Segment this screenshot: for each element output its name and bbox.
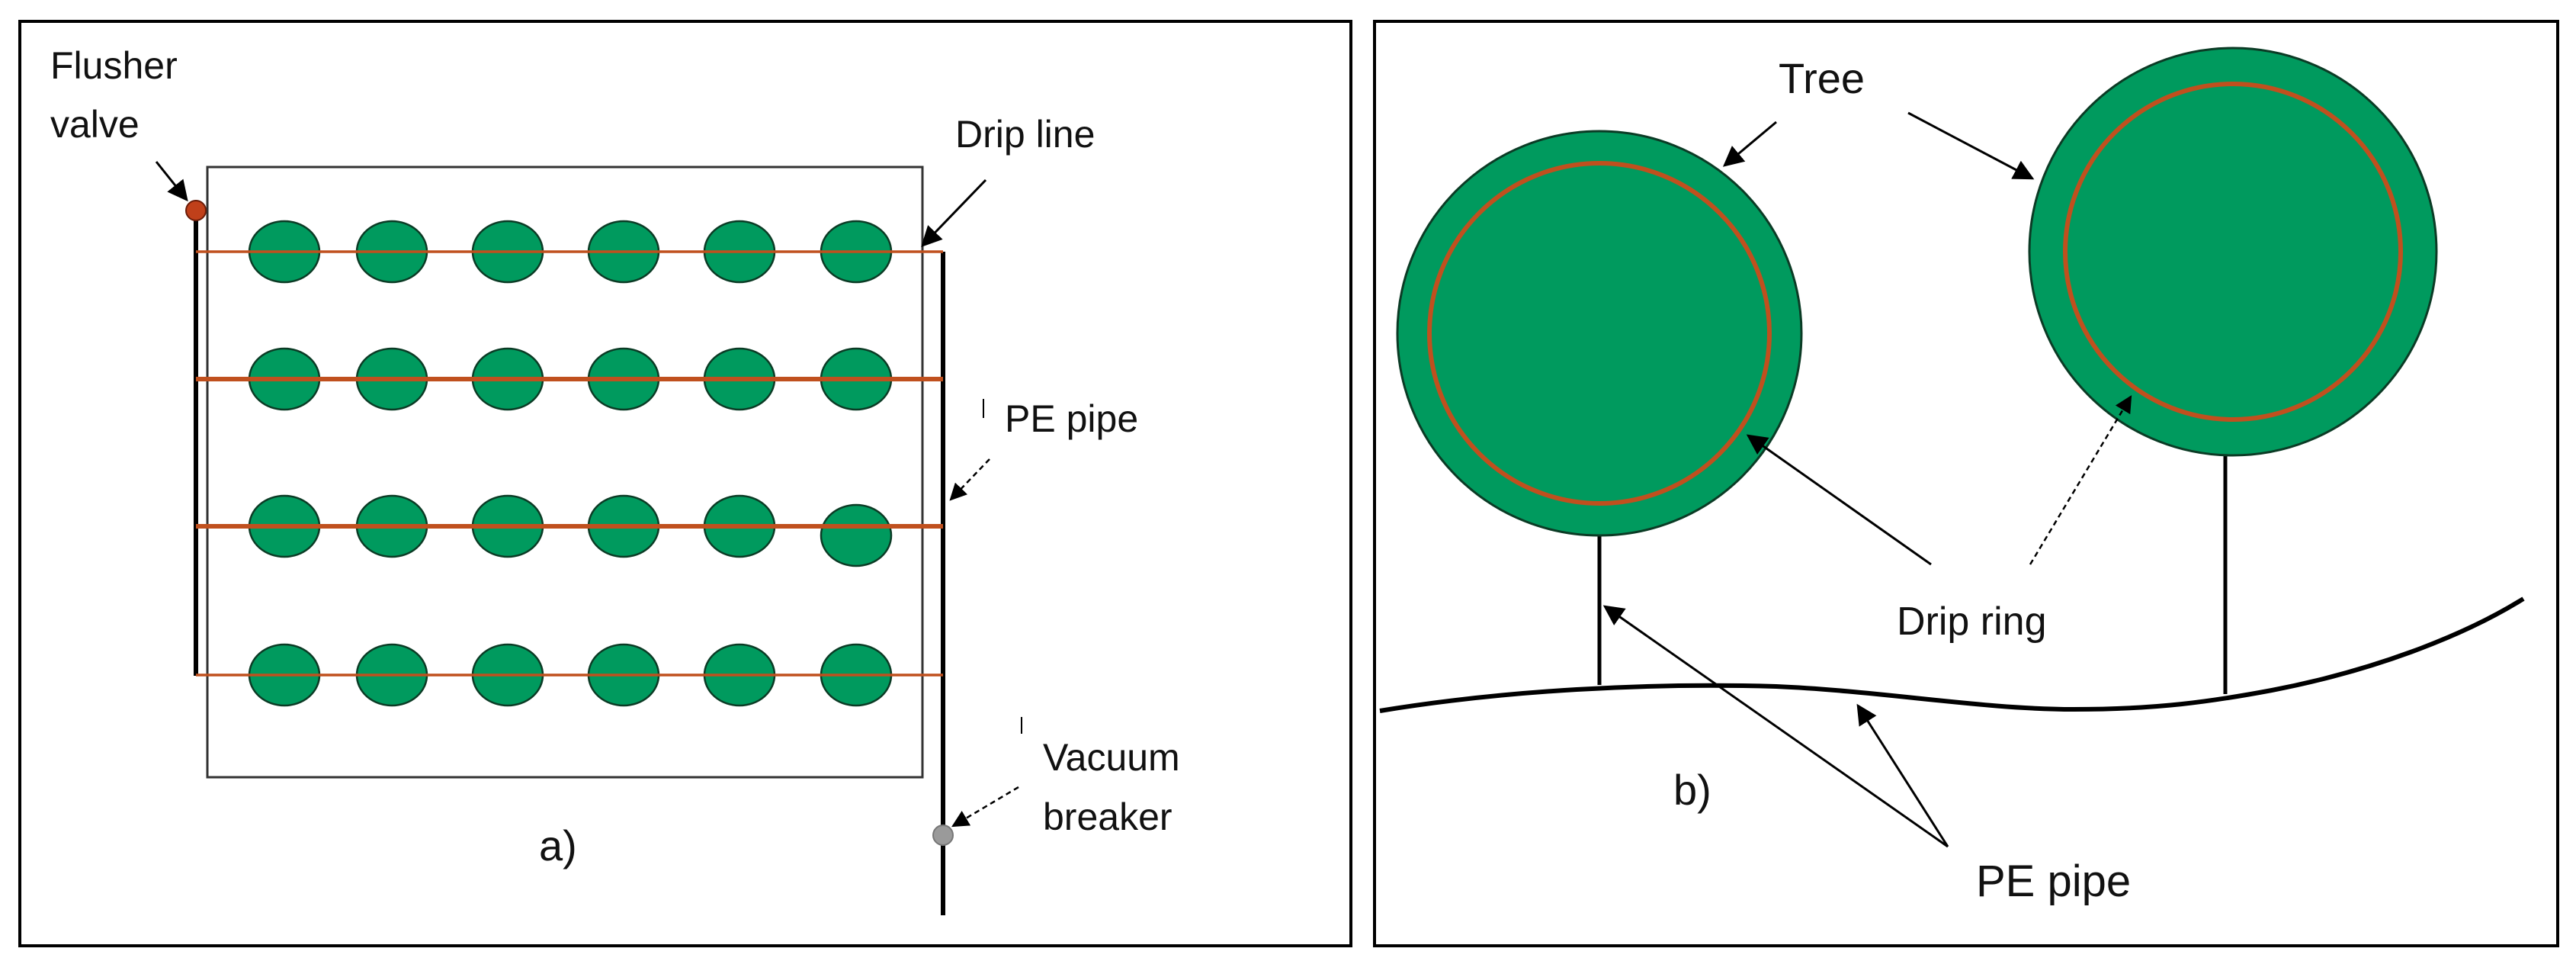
drip-line-label: Drip line bbox=[955, 113, 1095, 156]
drip-line-arrow bbox=[921, 178, 987, 247]
tree-canopy bbox=[1396, 130, 1803, 537]
pe-pipe-label: PE pipe bbox=[1005, 397, 1138, 440]
flusher-valve-arrow bbox=[155, 161, 188, 202]
panel-a: Flusher valve Drip line PE pipe Vacuum b… bbox=[18, 20, 1352, 947]
drip-ring-label: Drip ring bbox=[1897, 600, 2047, 644]
orchard-block bbox=[206, 166, 924, 779]
flusher-valve-icon bbox=[185, 200, 207, 221]
pe-pipe-arrow bbox=[949, 458, 990, 501]
vacuum-breaker-label: breaker bbox=[1043, 796, 1173, 838]
flusher-valve-label: Flusher bbox=[50, 44, 178, 87]
vacuum-breaker-icon bbox=[932, 825, 954, 846]
vacuum-breaker-arrow bbox=[951, 786, 1019, 828]
tree-canopy bbox=[2028, 47, 2438, 457]
tree-arrow bbox=[1907, 111, 2035, 180]
drip-ring bbox=[2063, 82, 2403, 422]
drip-ring bbox=[1427, 161, 1772, 506]
tree-canopy bbox=[820, 503, 893, 567]
drip-ring-arrow bbox=[1746, 434, 1932, 566]
pe-pipe-arrow bbox=[1856, 703, 1949, 847]
tree-arrow bbox=[1722, 121, 1777, 167]
panel-a-id: a) bbox=[539, 821, 577, 870]
pe-pipe-arrow bbox=[1602, 605, 1949, 848]
vacuum-breaker-label: Vacuum bbox=[1043, 736, 1180, 779]
panel-b-id: b) bbox=[1673, 766, 1711, 814]
panel-b: Tree Drip ring PE pipe b) bbox=[1373, 20, 2559, 947]
tree-label: Tree bbox=[1779, 54, 1865, 102]
flusher-valve-label: valve bbox=[50, 103, 140, 146]
drip-ring-arrow bbox=[2029, 395, 2132, 565]
pe-pipe-label: PE pipe bbox=[1976, 857, 2131, 906]
panel-a-frame bbox=[18, 20, 1352, 947]
pe-pipe-curve bbox=[1379, 596, 2525, 713]
